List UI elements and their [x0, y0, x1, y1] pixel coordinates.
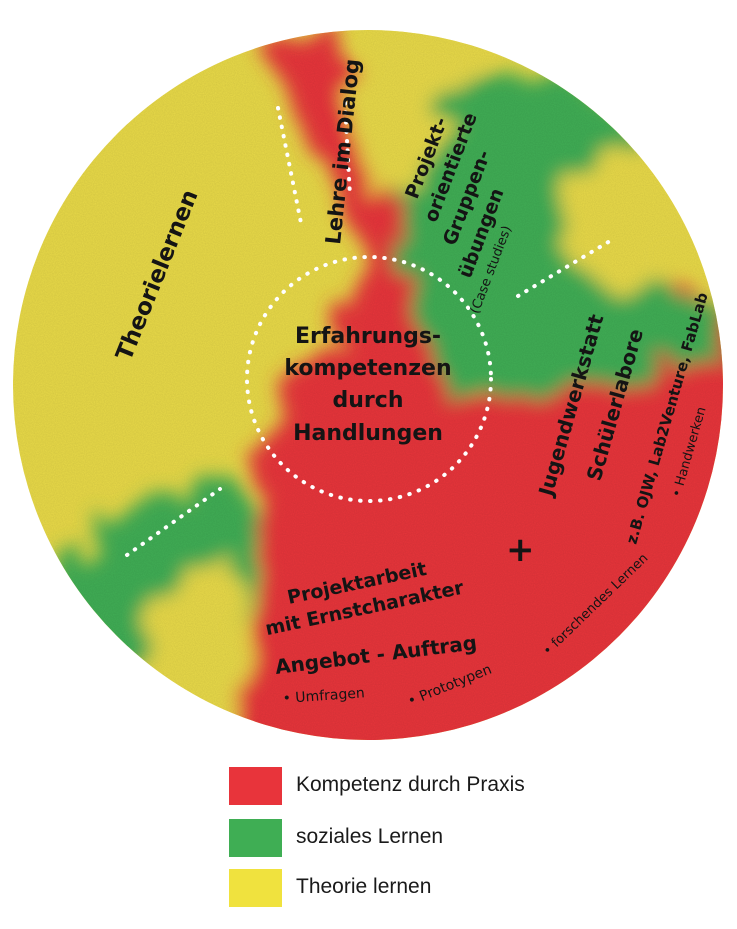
watercolor-fill: [13, 30, 723, 740]
center-label-line3: durch: [333, 388, 404, 413]
legend-label-praxis: Kompetenz durch Praxis: [296, 773, 525, 796]
center-label-group: Erfahrungs- kompetenzen durch Handlungen: [284, 324, 451, 446]
legend-item-sozial: soziales Lernen: [229, 819, 649, 857]
separator-werkstatt: [516, 236, 617, 298]
separator-lines: [125, 101, 617, 557]
plus-icon: +: [506, 530, 535, 570]
center-label-line1: Erfahrungs-: [295, 324, 441, 349]
legend-swatch-sozial: [229, 819, 282, 857]
center-dotted-circle: [245, 255, 493, 503]
separator-dialog-right: [343, 101, 352, 198]
legend-item-theorie: Theorie lernen: [229, 869, 649, 907]
legend-swatch-theorie: [229, 869, 282, 907]
legend-label-theorie: Theorie lernen: [296, 875, 432, 898]
legend-item-praxis: Kompetenz durch Praxis: [229, 767, 649, 805]
legend-label-sozial: soziales Lernen: [296, 825, 444, 848]
legend-swatch-praxis: [229, 767, 282, 805]
center-label-line2: kompetenzen: [284, 356, 451, 381]
label-umfragen: • Umfragen: [282, 685, 365, 707]
center-label-line4: Handlungen: [293, 421, 443, 446]
separator-theorie-bottom: [125, 487, 222, 557]
paper-grain: [13, 30, 723, 740]
separator-dialog-left: [276, 106, 304, 230]
competence-circle-diagram: Theorielernen Lehre im Dialog Projekt- o…: [13, 30, 723, 740]
